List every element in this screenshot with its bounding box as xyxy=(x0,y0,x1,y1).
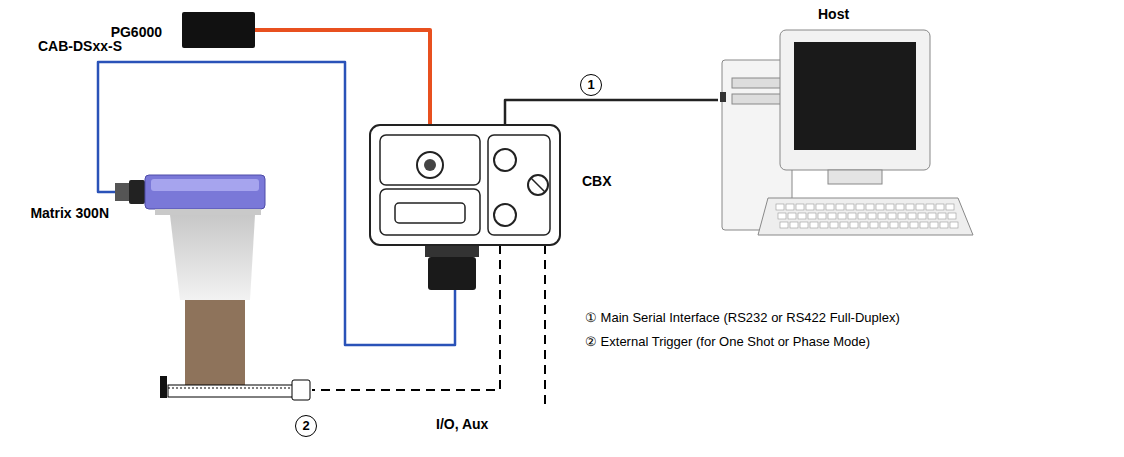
io-wire xyxy=(544,245,546,408)
legend-note: ② External Trigger (for One Shot or Phas… xyxy=(585,334,870,349)
power-unit-outline xyxy=(182,12,255,48)
trigger-wire xyxy=(312,245,500,390)
cable xyxy=(505,100,718,125)
scanner xyxy=(115,175,265,215)
db-connector-shell xyxy=(428,257,476,290)
package-box xyxy=(185,300,245,385)
cable xyxy=(255,30,430,125)
light-cone xyxy=(170,215,255,300)
node-label: CBX xyxy=(582,173,612,189)
reflector xyxy=(160,376,167,398)
node-label: Host xyxy=(818,6,849,22)
node-label: Matrix 300N xyxy=(30,205,109,221)
connection-box: CBX xyxy=(370,125,560,290)
photocell xyxy=(292,380,310,400)
power-unit xyxy=(182,12,255,48)
connection-box-outline xyxy=(370,125,560,290)
computer xyxy=(720,30,973,235)
legend-note: ① Main Serial Interface (RS232 or RS422 … xyxy=(585,310,900,325)
power-unit: PG6000 xyxy=(182,12,255,48)
conveyor xyxy=(168,385,300,397)
scanner-outline xyxy=(115,175,265,215)
callout-number: 2 xyxy=(295,415,317,437)
callout-number: 1 xyxy=(580,74,602,96)
db-connector xyxy=(425,245,479,257)
host-computer: Host xyxy=(718,30,975,238)
host-computer-outline xyxy=(718,30,975,238)
scanner: Matrix 300N xyxy=(115,175,265,215)
node-label: PG6000 xyxy=(111,24,162,40)
signal-label: I/O, Aux xyxy=(436,416,488,432)
connection-box xyxy=(370,125,560,245)
cable-label: CAB-DSxx-S xyxy=(38,38,122,54)
photocell-beam xyxy=(168,388,292,389)
